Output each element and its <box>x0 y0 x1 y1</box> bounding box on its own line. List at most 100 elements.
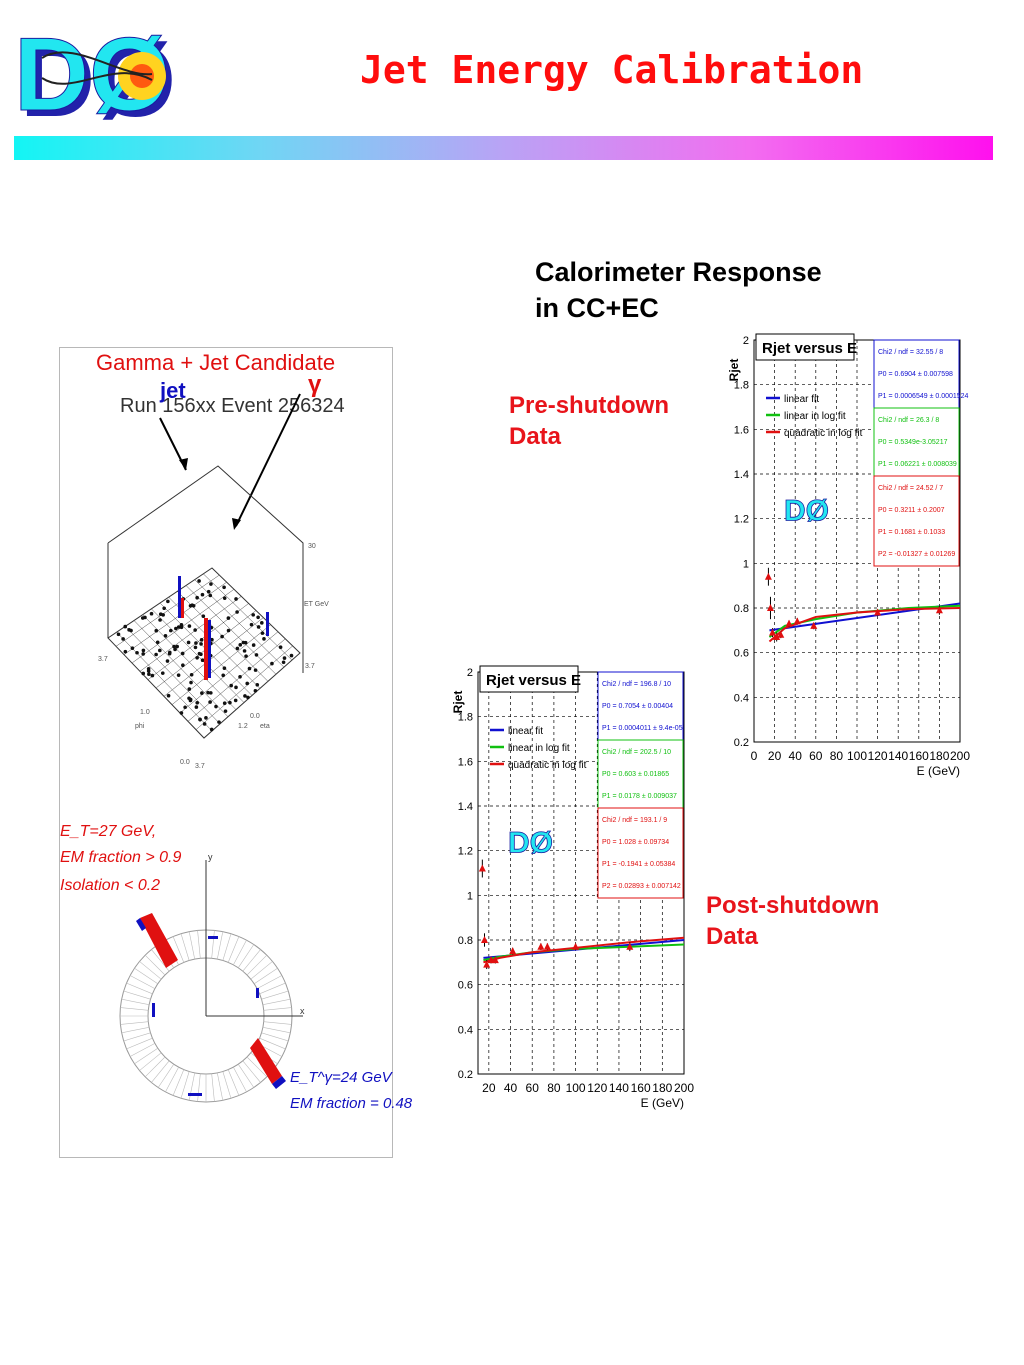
event-run-text: Run 156xx Event 256324 <box>120 395 345 417</box>
legend-label: linear fit <box>784 394 819 405</box>
data-point <box>773 633 781 641</box>
x-tick-label: 120 <box>587 1081 607 1095</box>
calorimeter-heading-line1: Calorimeter Response <box>535 257 822 287</box>
ring-spoke <box>259 982 286 995</box>
lego-hit <box>179 711 184 715</box>
x-tick-label: 160 <box>909 749 929 763</box>
lego-hit <box>187 624 192 628</box>
lego-hit <box>143 615 147 620</box>
ring-spoke <box>180 933 190 961</box>
lego-hit <box>197 651 202 656</box>
lego-hit <box>255 682 260 687</box>
fit-stats-box <box>597 739 684 809</box>
ring-spoke <box>227 1069 240 1096</box>
lego-hit <box>256 615 260 620</box>
lego-hit <box>221 673 226 678</box>
fit-stats-line: P0 = 0.5349e-3.05217 <box>878 439 948 446</box>
lego-hit <box>165 659 170 663</box>
lego-hit <box>256 625 261 629</box>
jet-info-line3: Isolation < 0.2 <box>60 877 160 894</box>
lego-hit <box>260 631 265 635</box>
lego-hit <box>158 612 163 617</box>
x-tick-label: 100 <box>847 749 867 763</box>
fit-stats-box <box>873 475 960 567</box>
y-tick-label: 2 <box>467 667 473 679</box>
ring-spoke <box>233 1067 247 1092</box>
lego-hit <box>116 632 121 637</box>
lego-hit <box>130 646 135 650</box>
fit-stats-line: Chi2 / ndf = 32.55 / 8 <box>878 349 943 356</box>
data-point <box>572 942 580 950</box>
ring-spoke <box>165 1067 179 1092</box>
lego-hit <box>127 628 131 632</box>
small-tower <box>266 612 269 636</box>
lego-hit <box>186 640 191 645</box>
data-point <box>766 604 774 611</box>
gamma-info-line1: E_T^γ=24 GeV <box>290 1069 394 1086</box>
lego-axis-max: 30 <box>308 543 316 550</box>
slide-title: Jet Energy Calibration <box>360 48 864 92</box>
data-point <box>481 936 489 943</box>
legend-label: linear in log fit <box>784 411 846 422</box>
ring-spoke <box>197 930 201 959</box>
ring-spoke <box>217 1072 224 1101</box>
ring-spoke <box>211 930 215 959</box>
lego-hit <box>154 628 159 633</box>
y-tick-label: 0.6 <box>458 980 473 992</box>
lego-hit <box>200 592 205 597</box>
lego-hit <box>281 660 286 665</box>
ring-spoke <box>211 1073 215 1102</box>
fit-stats-line: P1 = 0.1681 ± 0.1033 <box>878 529 945 536</box>
lego-hit <box>242 649 247 653</box>
lego-hit <box>234 685 238 690</box>
ring-spoke <box>157 1064 175 1088</box>
lego-hit <box>253 668 258 672</box>
y-tick-label: 1.8 <box>458 712 473 724</box>
event-title: Gamma + Jet Candidate <box>96 350 335 375</box>
data-point <box>483 960 491 968</box>
ring-spoke <box>144 1056 166 1078</box>
ring-spoke <box>134 1047 158 1065</box>
lego-hit <box>158 618 162 622</box>
lego-hit <box>141 671 146 676</box>
ring-spoke <box>227 936 240 963</box>
lego-hit <box>173 647 177 652</box>
lego-hit <box>260 621 264 625</box>
lego-hit <box>220 634 224 639</box>
ring-spoke <box>197 1073 201 1102</box>
lego-hit <box>253 688 258 693</box>
y-tick-label: 1.4 <box>734 469 749 481</box>
ring-spoke <box>126 982 153 995</box>
lego-hit <box>149 611 154 616</box>
chart-d0-logo: DØ <box>784 495 829 528</box>
lego-hit <box>163 634 168 638</box>
ring-spoke <box>188 1072 195 1101</box>
ring-spoke <box>233 940 247 965</box>
gamma-info: E_T^γ=24 GeV EM fraction = 0.48 <box>290 1069 413 1112</box>
chart-d0-logo: DØ <box>508 827 553 860</box>
lego-hit <box>195 655 199 660</box>
lego-tick-right: 3.7 <box>305 663 315 670</box>
ring-spoke <box>172 936 185 963</box>
data-point <box>785 619 793 627</box>
data-point <box>935 606 943 614</box>
lego-hit <box>179 625 184 630</box>
y-axis-label: Rjet <box>727 359 741 382</box>
ring-spoke <box>121 998 150 1005</box>
data-point <box>509 947 517 955</box>
lego-hit <box>123 624 128 629</box>
lego-hit <box>238 643 243 647</box>
fit-stats-box <box>597 807 684 899</box>
pre-shutdown-label: Pre-shutdown Data <box>509 390 669 452</box>
lego-hit <box>199 642 203 646</box>
lego-hit <box>270 661 274 666</box>
x-tick-label: 200 <box>950 749 970 763</box>
lego-grid-line <box>203 573 293 661</box>
lego-hit <box>141 652 146 656</box>
lego-hit <box>223 709 228 713</box>
fit-stats-line: P0 = 0.3211 ± 0.2007 <box>878 507 945 514</box>
x-tick-label: 60 <box>526 1081 540 1095</box>
ring-spoke <box>257 975 282 989</box>
lego-hit <box>202 722 207 726</box>
fit-stats-line: P0 = 1.028 ± 0.09734 <box>602 839 669 846</box>
